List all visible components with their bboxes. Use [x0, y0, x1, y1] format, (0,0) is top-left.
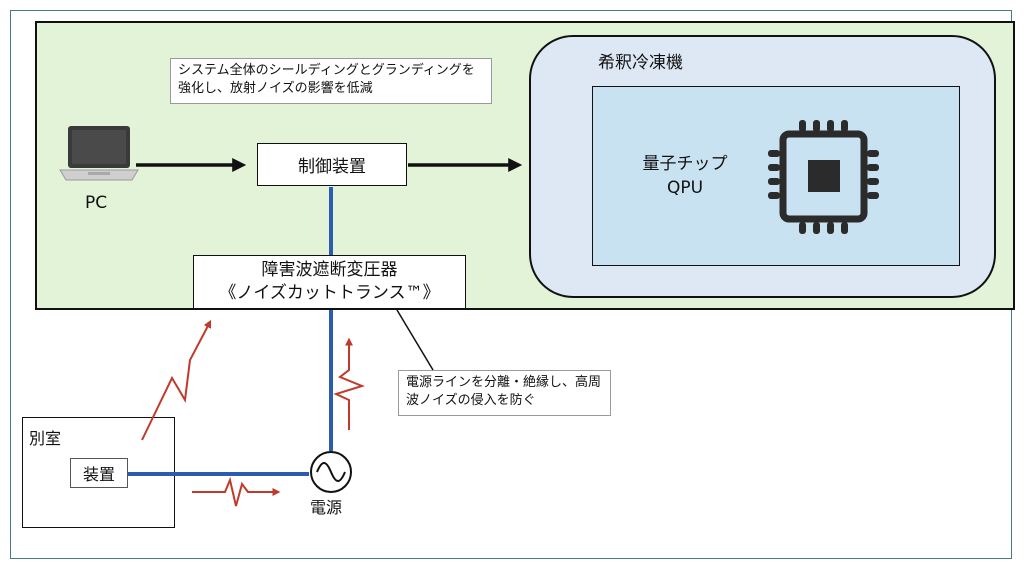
controller-label: 制御装置 — [298, 157, 366, 177]
line-noise-arrow — [192, 476, 281, 507]
other-room-label: 別室 — [29, 429, 62, 448]
controller-box: 制御装置 — [257, 143, 407, 186]
ac-power-symbol — [310, 451, 352, 493]
conducted-noise-arrow — [333, 337, 365, 430]
pc-label: PC — [85, 193, 108, 213]
transformer-box: 障害波遮断変圧器 《ノイズカットトランス™》 — [193, 255, 466, 309]
transformer-callout-line — [396, 309, 434, 371]
power-isolation-note: 電源ラインを分離・絶縁し、高周波ノイズの侵入を防ぐ — [398, 370, 611, 416]
transformer-line1: 障害波遮断変圧器 — [261, 260, 398, 280]
chip-label-line1: 量子チップ — [642, 154, 728, 174]
radiated-noise-arrow — [141, 319, 212, 441]
chip-icon — [768, 120, 879, 234]
chip-label-line2: QPU — [666, 178, 704, 198]
quantum-chip-label: 量子チップ QPU — [630, 152, 740, 200]
quantum-chip-box — [592, 86, 960, 266]
other-room-device: 装置 — [70, 458, 128, 488]
transformer-line2: 《ノイズカットトランス™》 — [219, 283, 440, 303]
refrigerator-label: 希釈冷凍機 — [598, 53, 683, 73]
laptop-icon — [59, 126, 139, 181]
device-label: 装置 — [82, 465, 115, 484]
power-source-label: 電源 — [310, 498, 343, 517]
shielding-note: システム全体のシールディングとグランディングを強化し、放射ノイズの影響を低減 — [170, 58, 492, 104]
